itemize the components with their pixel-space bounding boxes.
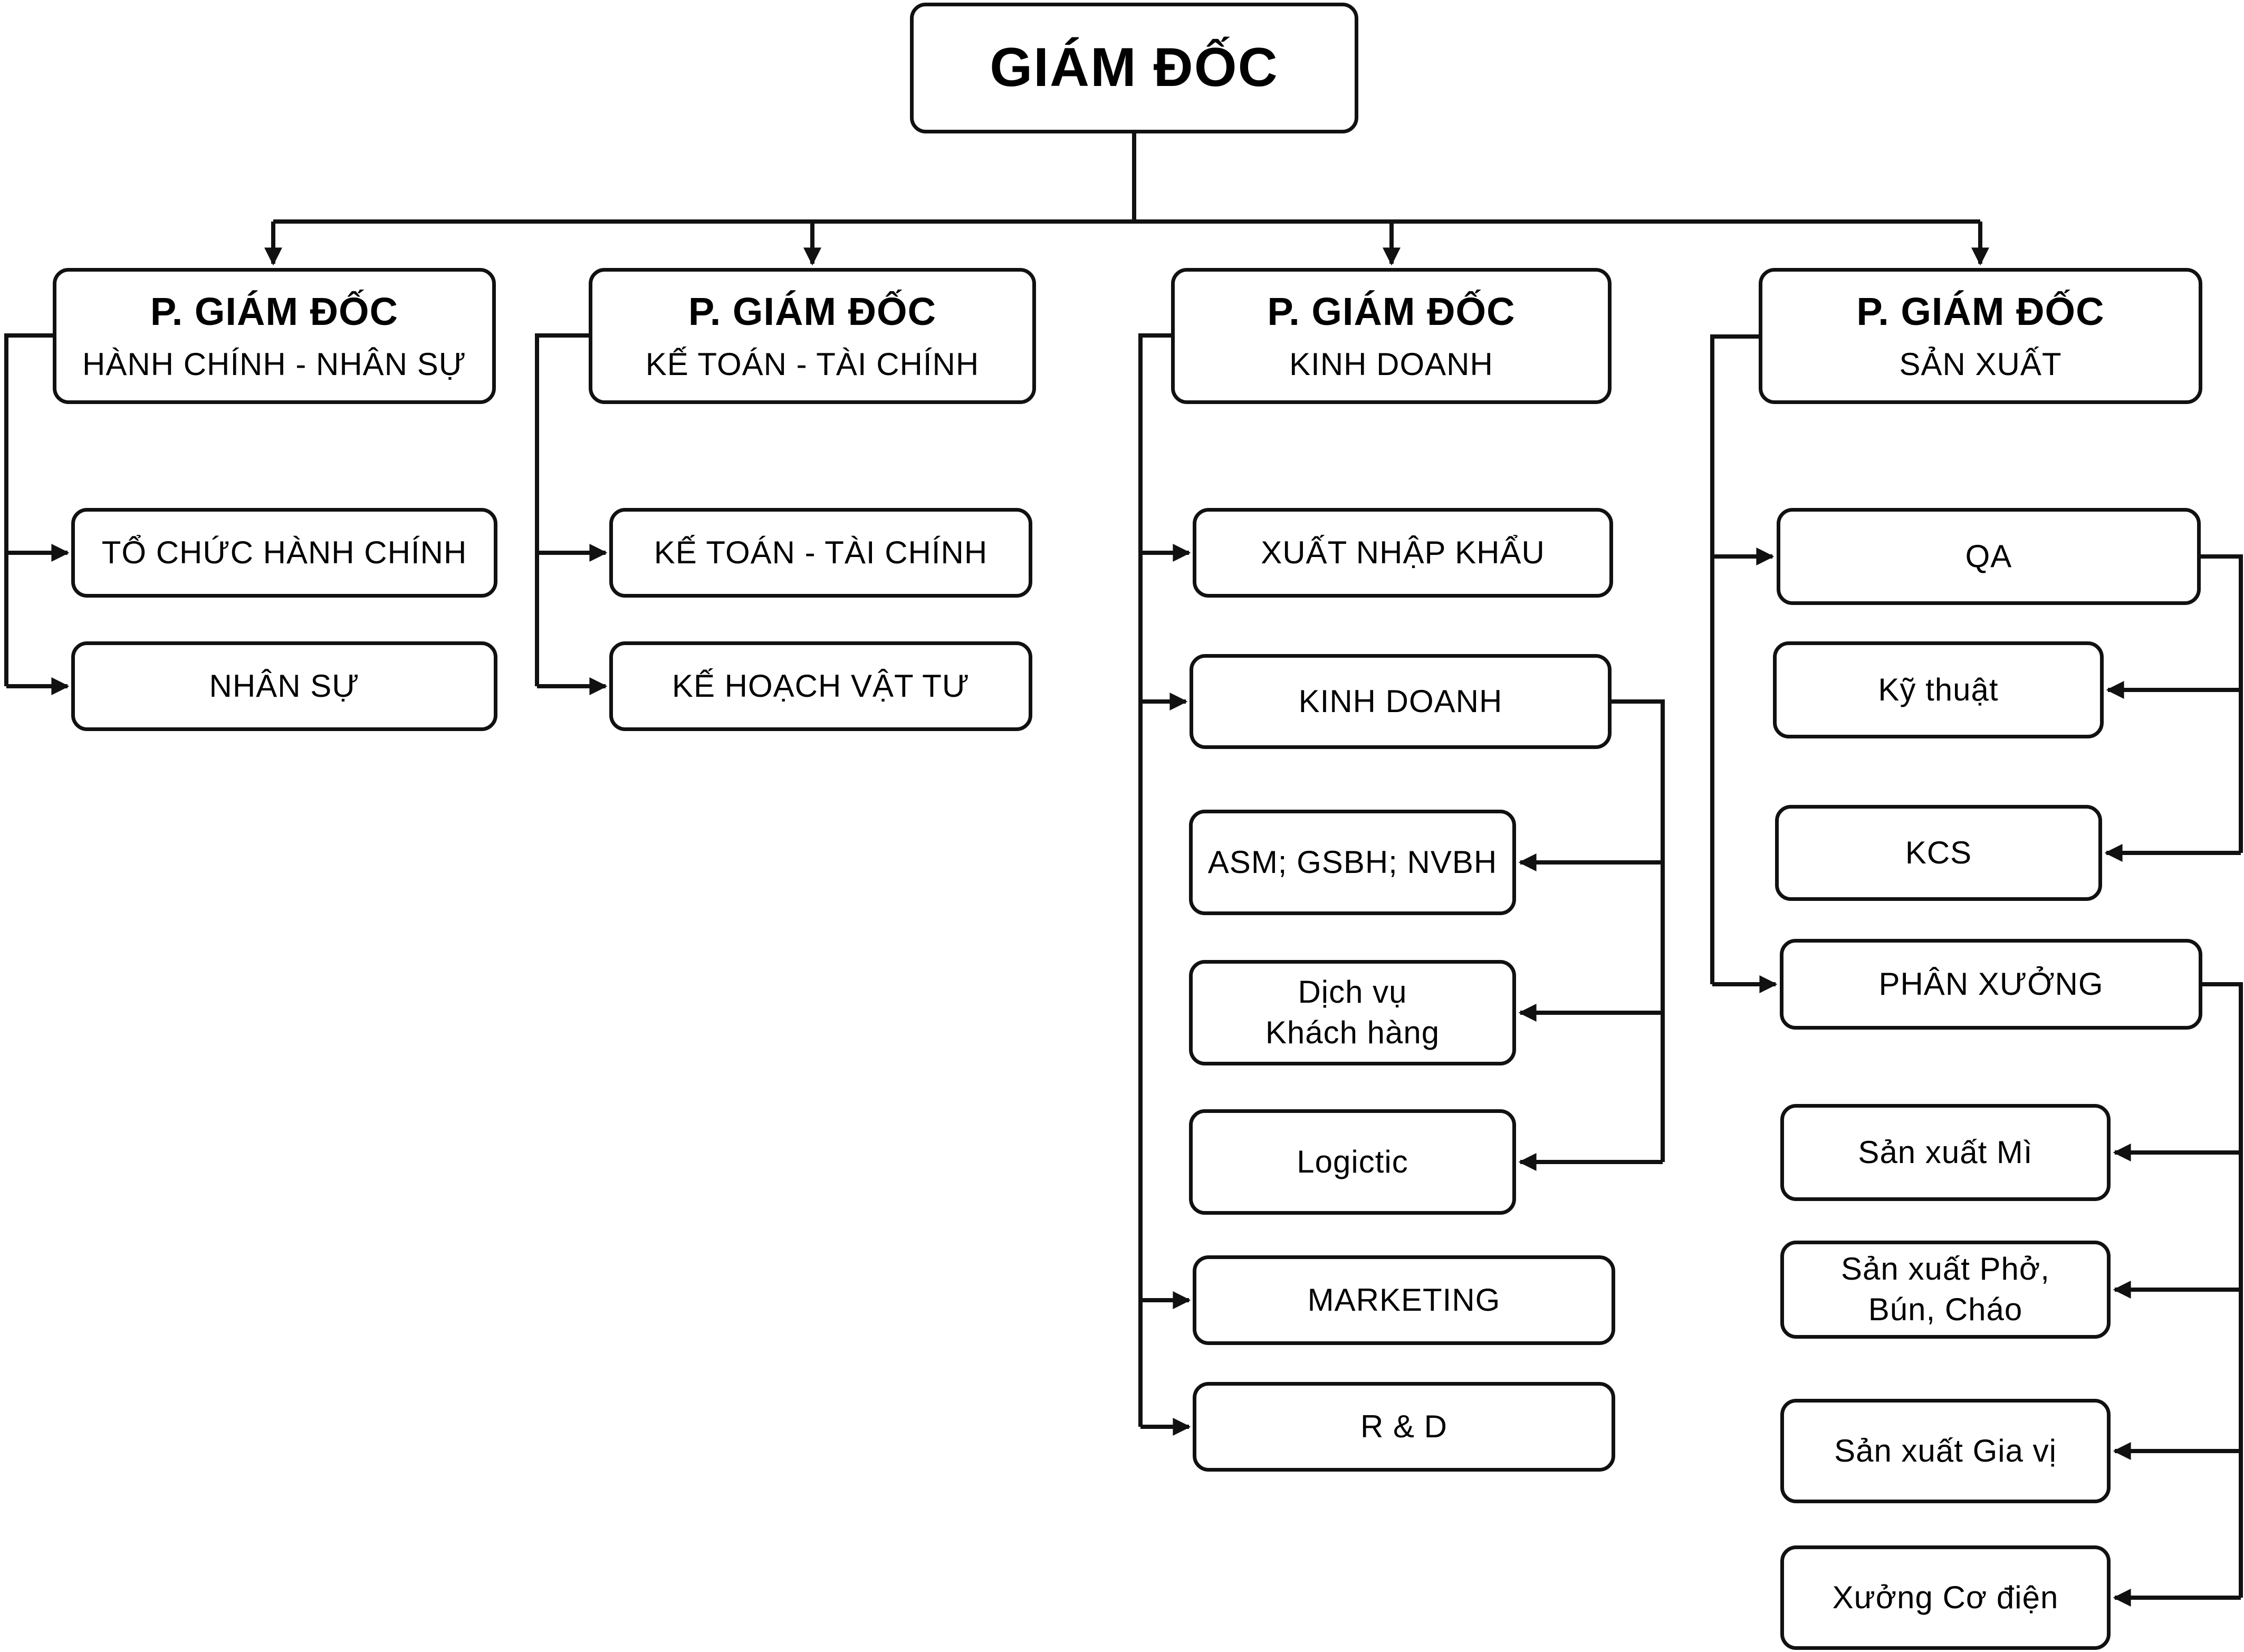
node-pgd-kinh-doanh: P. GIÁM ĐỐC KINH DOANH: [1171, 268, 1612, 404]
node-san-xuat-mi: Sản xuất Mì: [1780, 1104, 2111, 1201]
connector-substem-kinh-doanh: [1518, 699, 1665, 1171]
node-ke-toan-tai-chinh: KẾ TOÁN - TÀI CHÍNH: [609, 508, 1032, 598]
connector-spine-branch-san-xuat: [1710, 334, 1778, 993]
connector-spine-branch-kinh-doanh: [1138, 333, 1191, 1436]
node-dich-vu-khach-hang: Dịch vụ Khách hàng: [1189, 960, 1516, 1065]
node-san-xuat-gia-vi: Sản xuất Gia vị: [1780, 1399, 2111, 1503]
node-pgd-san-xuat: P. GIÁM ĐỐC SẢN XUẤT: [1759, 268, 2202, 404]
node-pgd-kd-title: P. GIÁM ĐỐC: [1267, 290, 1516, 334]
node-giam-doc-label: GIÁM ĐỐC: [990, 37, 1279, 99]
node-asm-gsbh-nvbh: ASM; GSBH; NVBH: [1189, 810, 1516, 915]
connector-root-to-branches: [264, 133, 1989, 266]
node-pgd-hanh-chinh-nhan-su: P. GIÁM ĐỐC HÀNH CHÍNH - NHÂN SỰ: [53, 268, 496, 404]
connector-rail-qa-group: [2104, 554, 2243, 862]
node-r-and-d: R & D: [1193, 1382, 1615, 1472]
connector-spine-branch-kttc: [535, 333, 608, 695]
node-to-chuc-hanh-chinh: TỔ CHỨC HÀNH CHÍNH: [71, 508, 497, 598]
node-logictic: Logictic: [1189, 1109, 1516, 1215]
node-pgd-hcns-title: P. GIÁM ĐỐC: [150, 290, 399, 334]
connector-rail-phan-xuong-group: [2113, 982, 2243, 1607]
node-nhan-su: NHÂN SỰ: [71, 641, 497, 731]
node-phan-xuong: PHÂN XƯỞNG: [1780, 939, 2202, 1030]
node-pgd-ke-toan-tai-chinh: P. GIÁM ĐỐC KẾ TOÁN - TÀI CHÍNH: [589, 268, 1036, 404]
node-giam-doc: GIÁM ĐỐC: [910, 3, 1358, 133]
node-qa: QA: [1777, 508, 2201, 605]
node-kinh-doanh: KINH DOANH: [1190, 654, 1612, 749]
node-san-xuat-pho-bun-chao: Sản xuất Phở, Bún, Cháo: [1780, 1241, 2111, 1339]
node-pgd-kttc-title: P. GIÁM ĐỐC: [688, 290, 937, 334]
node-pgd-sx-title: P. GIÁM ĐỐC: [1856, 290, 2105, 334]
node-ky-thuat: Kỹ thuật: [1773, 641, 2104, 738]
node-ke-hoach-vat-tu: KẾ HOẠCH VẬT TƯ: [609, 641, 1032, 731]
connector-spine-branch-hcns: [4, 333, 70, 695]
node-pgd-kttc-subtitle: KẾ TOÁN - TÀI CHÍNH: [645, 346, 980, 382]
node-pgd-kd-subtitle: KINH DOANH: [1289, 346, 1493, 382]
node-pgd-sx-subtitle: SẢN XUẤT: [1899, 346, 2062, 382]
node-kcs: KCS: [1775, 805, 2102, 901]
node-pgd-hcns-subtitle: HÀNH CHÍNH - NHÂN SỰ: [82, 346, 466, 382]
node-xuong-co-dien: Xưởng Cơ điện: [1780, 1545, 2111, 1650]
node-xuat-nhap-khau: XUẤT NHẬP KHẨU: [1193, 508, 1613, 598]
node-marketing: MARKETING: [1193, 1255, 1615, 1345]
